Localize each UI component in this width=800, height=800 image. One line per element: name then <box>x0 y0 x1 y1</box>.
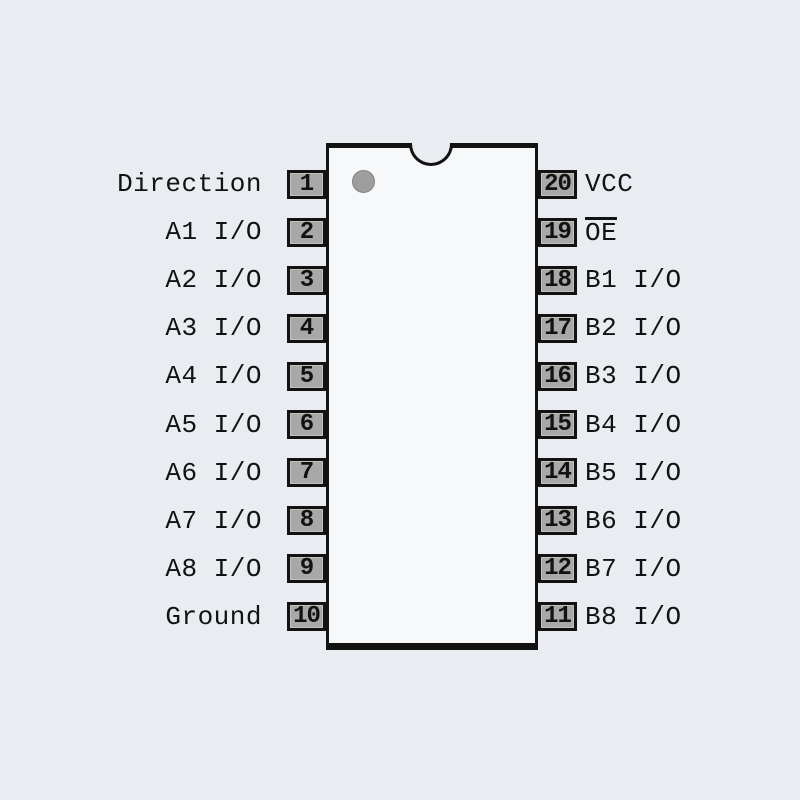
pin-number-box-2: 2 <box>287 217 326 247</box>
pin1-indicator-dot <box>352 170 375 193</box>
pin-label-10: Ground <box>165 602 262 632</box>
pin-number-box-6: 6 <box>287 410 326 439</box>
signal-name: A2 I/O <box>165 265 262 296</box>
pin-number-box-20: 20 <box>538 169 577 199</box>
pin-label-20: VCC <box>585 169 633 199</box>
pin-number-box-4: 4 <box>287 313 326 343</box>
pin-number-box-7: 7 <box>287 458 326 488</box>
pin-label-7: A6 I/O <box>165 458 262 488</box>
pin-label-16: B3 I/O <box>585 361 682 391</box>
pin-label-11: B8 I/O <box>585 602 682 632</box>
signal-name: A3 I/O <box>165 313 262 344</box>
signal-name: VCC <box>585 169 634 199</box>
signal-name: B1 I/O <box>585 265 682 296</box>
pin-label-19: OE <box>585 217 618 249</box>
signal-name: B2 I/O <box>585 313 682 344</box>
signal-name: Ground <box>165 601 262 632</box>
chip-body <box>326 143 538 650</box>
pin-label-6: A5 I/O <box>165 410 262 440</box>
pin-label-13: B6 I/O <box>585 506 682 536</box>
pin-label-17: B2 I/O <box>585 313 682 343</box>
signal-name: B4 I/O <box>585 409 682 440</box>
signal-name: B5 I/O <box>585 457 682 488</box>
pin-number-box-9: 9 <box>287 554 326 584</box>
pin-number-box-1: 1 <box>287 169 326 199</box>
pin-label-1: Direction <box>117 169 262 199</box>
signal-name: B7 I/O <box>585 553 682 584</box>
pin-label-18: B1 I/O <box>585 265 682 295</box>
pin-number-box-5: 5 <box>287 361 326 391</box>
pin-label-14: B5 I/O <box>585 458 682 488</box>
signal-name: A8 I/O <box>165 553 262 584</box>
pin-number-box-19: 19 <box>538 217 577 247</box>
signal-name: A6 I/O <box>165 457 262 488</box>
signal-name: A4 I/O <box>165 361 262 392</box>
signal-name: A5 I/O <box>165 409 262 440</box>
pin-number-box-15: 15 <box>538 410 577 439</box>
pin-number-box-3: 3 <box>287 265 326 295</box>
pin-label-2: A1 I/O <box>165 217 262 247</box>
signal-name: B3 I/O <box>585 361 682 392</box>
pin-label-15: B4 I/O <box>585 410 682 440</box>
pin-number-box-12: 12 <box>538 554 577 584</box>
pin-number-box-18: 18 <box>538 265 577 295</box>
signal-name: B8 I/O <box>585 601 682 632</box>
signal-name: A7 I/O <box>165 505 262 536</box>
pin-number-box-8: 8 <box>287 506 326 536</box>
pin-number-box-17: 17 <box>538 313 577 343</box>
pin-number-box-11: 11 <box>538 602 577 632</box>
pin-label-3: A2 I/O <box>165 265 262 295</box>
pin-label-9: A8 I/O <box>165 554 262 584</box>
signal-name: B6 I/O <box>585 505 682 536</box>
pin-number-box-10: 10 <box>287 602 326 632</box>
signal-name: Direction <box>117 169 262 199</box>
overline-signal-name: OE <box>585 217 618 249</box>
pin-label-12: B7 I/O <box>585 554 682 584</box>
pin-label-8: A7 I/O <box>165 506 262 536</box>
pin-number-box-14: 14 <box>538 458 577 488</box>
pin-label-5: A4 I/O <box>165 361 262 391</box>
signal-name: A1 I/O <box>165 217 262 248</box>
pin-number-box-13: 13 <box>538 506 577 536</box>
pin-label-4: A3 I/O <box>165 313 262 343</box>
pin-number-box-16: 16 <box>538 361 577 391</box>
